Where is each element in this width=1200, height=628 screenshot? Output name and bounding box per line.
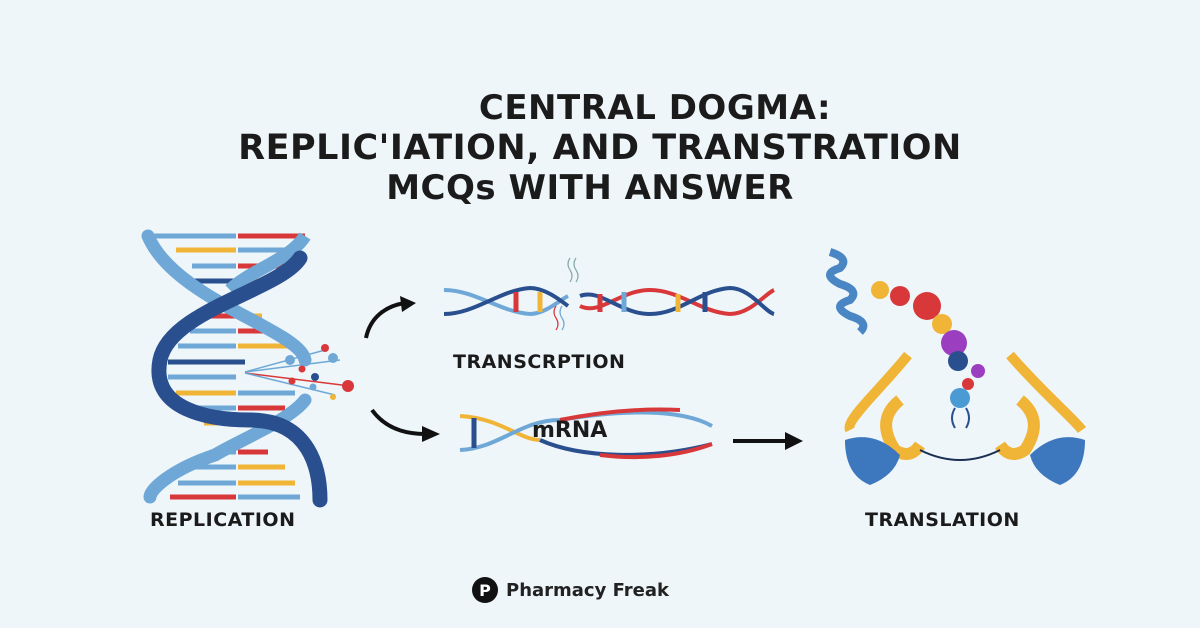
transcription-label: TRANSCRPTION [453, 351, 626, 373]
brand-footer: P Pharmacy Freak [472, 577, 669, 603]
arrow-to-mrna-icon [370, 408, 440, 442]
pharmacy-freak-logo-icon: P [472, 577, 498, 603]
mrna-strand-icon [459, 407, 713, 460]
title-line-1: CENTRAL DOGMA: [478, 88, 832, 128]
dna-helix-icon [141, 229, 354, 508]
title-line-2: REPLIC'IATION, AND TRANSTRATION [238, 128, 962, 168]
arrow-to-transcription-icon [364, 296, 416, 339]
title-line-3: MCQs WITH ANSWER [386, 168, 794, 208]
replication-label: REPLICATION [150, 509, 296, 531]
translation-label: TRANSLATION [865, 509, 1020, 531]
transcription-dna-icon [443, 257, 775, 331]
brand-name: Pharmacy Freak [506, 579, 669, 601]
ribosome-icon [826, 248, 1087, 485]
mrna-label: mRNA [532, 418, 608, 443]
arrow-to-translation-icon [733, 432, 803, 450]
